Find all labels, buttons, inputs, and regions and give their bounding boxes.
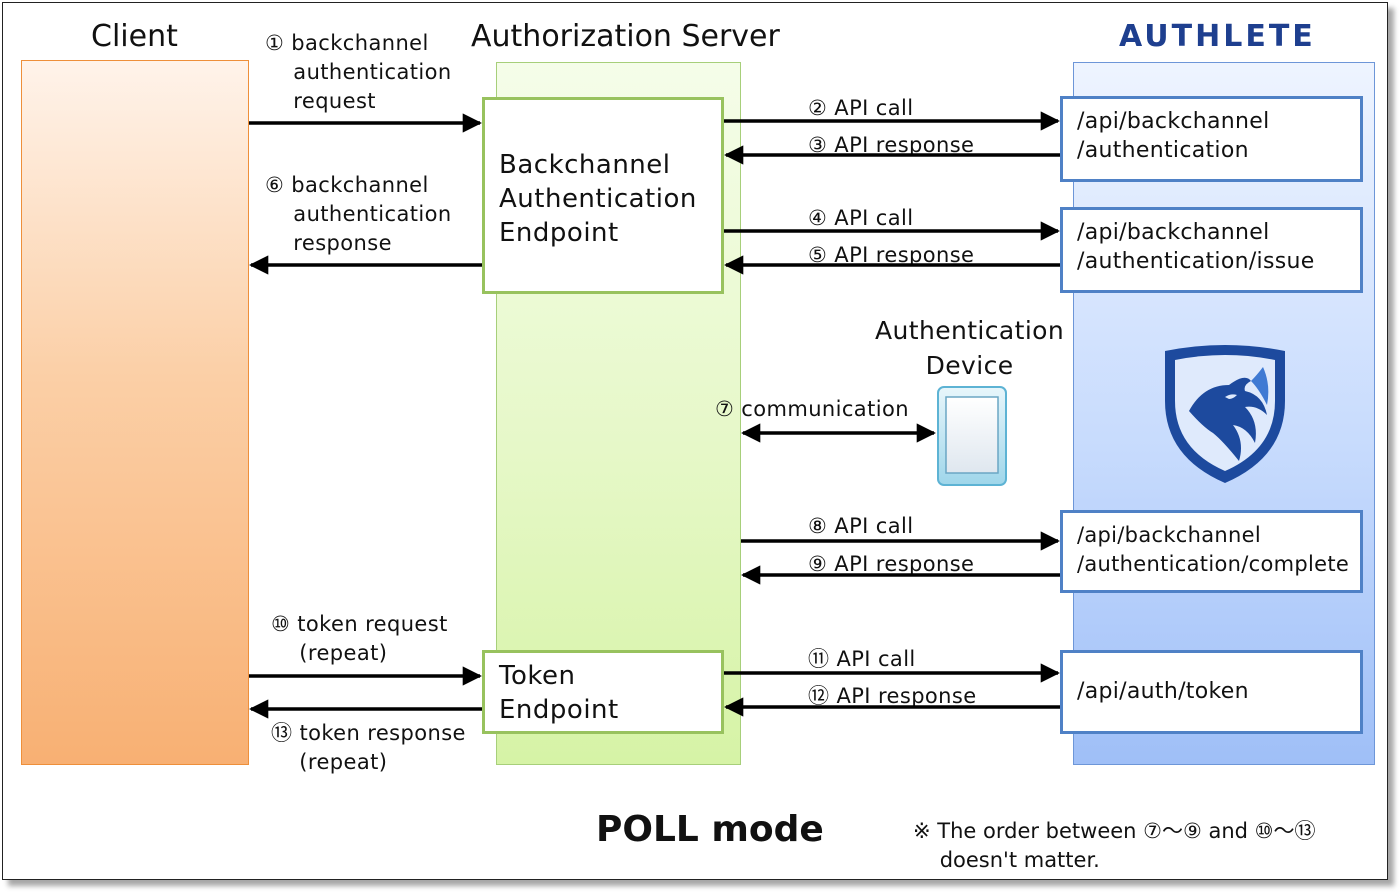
step-7-label: ⑦ communication — [715, 397, 909, 421]
token-endpoint-box: Token Endpoint — [482, 650, 724, 734]
step-4-label: ④ API call — [808, 206, 914, 230]
tablet-device-icon — [937, 386, 1007, 486]
client-lane — [21, 60, 249, 765]
flow-arrows — [249, 111, 1060, 719]
backchannel-endpoint-box: Backchannel Authentication Endpoint — [482, 97, 724, 294]
step-1-label: ① backchannel authentication request — [265, 31, 452, 113]
order-note: ※ The order between ⑦〜⑨ and ⑩〜⑬ doesn't … — [913, 819, 1316, 872]
step-6-label: ⑥ backchannel authentication response — [265, 173, 452, 255]
api-box-auth-token: /api/auth/token — [1060, 650, 1363, 734]
api-box-authentication-complete: /api/backchannel /authentication/complet… — [1060, 510, 1363, 593]
step-2-label: ② API call — [808, 96, 914, 120]
step-8-label: ⑧ API call — [808, 514, 914, 538]
diagram-frame: Client Authorization Server AUTHLETE Bac… — [2, 2, 1388, 880]
authlete-brand: AUTHLETE — [1119, 19, 1316, 54]
api-box-authentication: /api/backchannel /authentication — [1060, 96, 1363, 182]
step-5-label: ⑤ API response — [808, 243, 975, 267]
poll-mode-title: POLL mode — [596, 809, 824, 850]
server-title: Authorization Server — [471, 19, 780, 54]
step-12-label: ⑫ API response — [808, 684, 977, 708]
step-10-label: ⑩ token request (repeat) — [271, 612, 448, 665]
client-title: Client — [91, 19, 178, 54]
step-13-label: ⑬ token response (repeat) — [271, 721, 466, 774]
step-3-label: ③ API response — [808, 133, 975, 157]
api-box-authentication-issue: /api/backchannel /authentication/issue — [1060, 207, 1363, 293]
authlete-eagle-shield-icon — [1165, 345, 1285, 483]
step-9-label: ⑨ API response — [808, 552, 975, 576]
step-11-label: ⑪ API call — [808, 647, 916, 671]
device-label: Authentication Device — [875, 316, 1065, 380]
